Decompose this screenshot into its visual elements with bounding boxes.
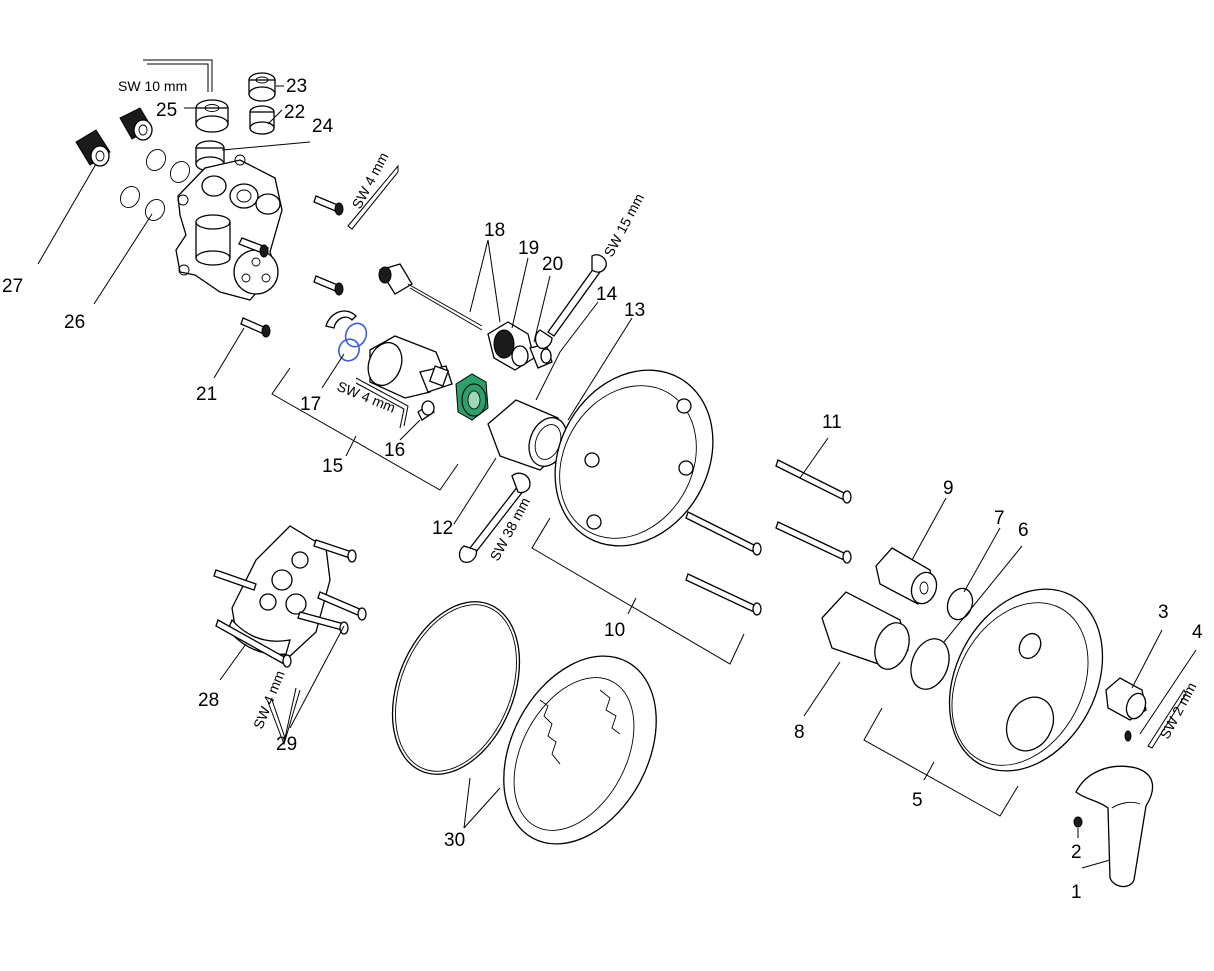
plaster-frame — [503, 655, 657, 845]
body-screw — [238, 237, 269, 258]
part-27-nut — [75, 107, 153, 167]
large-o-ring — [391, 601, 521, 775]
callout-5: 5 — [912, 790, 923, 811]
callout-15: 15 — [322, 456, 343, 477]
part-5-escutcheon — [948, 588, 1104, 772]
screw-top — [313, 195, 344, 216]
callout-19: 19 — [518, 238, 539, 259]
callout-11: 11 — [822, 412, 842, 433]
callout-29: 29 — [276, 734, 297, 755]
callout-28: 28 — [198, 690, 219, 711]
wrench-sw38: SW 38 mm — [458, 472, 533, 563]
leader-lines — [37, 85, 1197, 869]
part-7-o-ring — [946, 587, 974, 621]
clip — [325, 310, 357, 329]
callout-12: 12 — [432, 518, 453, 539]
callout-4: 4 — [1192, 622, 1203, 643]
part-23-fitting — [248, 72, 276, 102]
valve-body-group: SW 10 mm — [75, 59, 283, 301]
part-2-screw — [1073, 816, 1083, 828]
callout-numbers: 1 2 3 4 5 6 7 8 9 10 11 12 13 14 15 16 1… — [2, 76, 1203, 903]
callout-24: 24 — [312, 116, 334, 137]
callout-14: 14 — [596, 284, 618, 305]
part-3-knob — [1105, 677, 1147, 721]
screws-group — [240, 195, 357, 338]
callout-27: 27 — [2, 276, 23, 297]
tool-label-sw4-bottom: SW 4 mm — [250, 668, 288, 731]
callout-16: 16 — [384, 440, 405, 461]
part-1-lever-handle — [1075, 765, 1154, 888]
tool-label-sw2: SW 2 mm — [1157, 680, 1200, 742]
part-22-fitting — [249, 105, 275, 135]
green-nut — [455, 373, 489, 421]
tool-label-sw4-top: SW 4 mm — [349, 150, 392, 212]
part-11-screw — [775, 459, 852, 504]
valve-body — [175, 154, 283, 301]
screw-10b — [685, 511, 762, 556]
callout-10: 10 — [604, 620, 625, 641]
part-21-screw — [240, 317, 271, 338]
part-4-grub-screw — [1124, 730, 1132, 742]
callout-22: 22 — [284, 102, 305, 123]
hex-key-sw4-top: SW 4 mm — [347, 150, 399, 230]
part-20-spindle — [529, 343, 553, 369]
screw-10a — [775, 521, 852, 564]
callout-17: 17 — [300, 394, 321, 415]
part-17-blue-o-rings — [338, 322, 368, 362]
part-9-sleeve — [875, 547, 938, 605]
callout-21: 21 — [196, 384, 217, 405]
callout-18: 18 — [484, 220, 505, 241]
callout-13: 13 — [624, 300, 645, 321]
part-13-mounting-plate — [554, 369, 714, 547]
screw-10c — [685, 573, 762, 616]
callout-23: 23 — [286, 76, 307, 97]
part-26-o-rings — [120, 149, 190, 221]
callout-9: 9 — [943, 478, 954, 499]
part-18-rod — [378, 263, 483, 331]
callout-6: 6 — [1018, 520, 1029, 541]
part-15-cartridge — [367, 335, 453, 399]
screw-middle — [313, 275, 344, 296]
callout-20: 20 — [542, 254, 563, 275]
callout-8: 8 — [794, 722, 805, 743]
part-8-sleeve — [821, 591, 910, 670]
hex-key-sw2: SW 2 mm — [1147, 680, 1200, 749]
part-29-screws — [213, 539, 367, 668]
part-6-o-ring — [910, 638, 950, 690]
tool-label-sw15: SW 15 mm — [601, 191, 648, 260]
callout-3: 3 — [1158, 602, 1169, 623]
tool-label-sw10: SW 10 mm — [118, 78, 187, 94]
callout-2: 2 — [1071, 842, 1082, 863]
callout-25: 25 — [156, 100, 177, 121]
part-19-stop-cartridge — [487, 321, 535, 371]
hex-key-sw4-bottom: SW 4 mm — [250, 668, 301, 746]
callout-26: 26 — [64, 312, 85, 333]
callout-1: 1 — [1071, 882, 1082, 903]
part-16-screw — [417, 400, 435, 421]
long-screws — [685, 459, 852, 616]
part-25-fitting — [195, 99, 229, 133]
callout-7: 7 — [994, 508, 1005, 529]
part-30-seal-set — [391, 601, 657, 845]
callout-30: 30 — [444, 830, 465, 851]
